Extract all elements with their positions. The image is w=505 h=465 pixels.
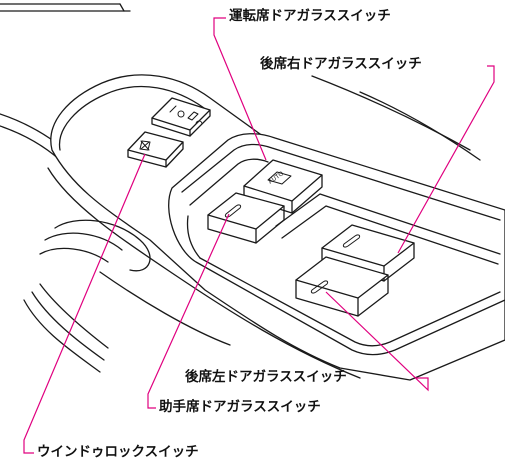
leader-driver <box>213 17 267 161</box>
label-rear-right-window-switch: 後席右ドアガラススイッチ <box>260 56 422 72</box>
leader-rear-left <box>325 291 429 392</box>
label-passenger-window-switch: 助手席ドアガラススイッチ <box>159 399 321 415</box>
armrest-end <box>23 219 231 373</box>
leader-rear-right <box>397 65 495 254</box>
passenger-switch[interactable] <box>207 192 285 244</box>
window-lock-switch[interactable] <box>127 131 184 168</box>
label-rear-left-window-switch: 後席左ドアガラススイッチ <box>185 369 347 385</box>
label-driver-window-switch: 運転席ドアガラススイッチ <box>229 8 391 24</box>
mirror-switch[interactable] <box>151 97 211 137</box>
rear-left-switch[interactable] <box>295 256 389 317</box>
driver-auto-switch[interactable]: AUTO <box>243 159 323 214</box>
leader-passenger <box>147 213 230 409</box>
top-frame-lines <box>0 3 131 12</box>
leader-window-lock <box>23 153 146 454</box>
label-window-lock-switch: ウインドゥロックスイッチ <box>37 444 199 460</box>
